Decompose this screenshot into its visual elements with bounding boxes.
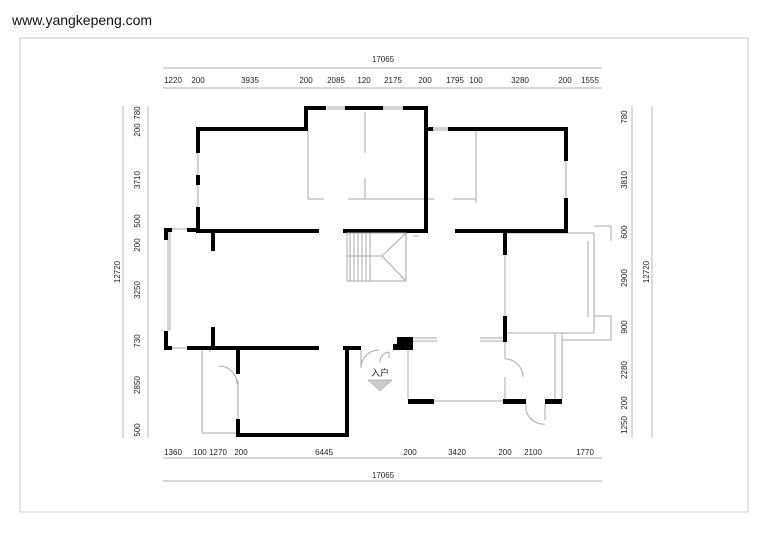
wall-segment bbox=[428, 127, 433, 131]
dim-label: 3420 bbox=[448, 448, 466, 457]
wall-segment bbox=[503, 316, 507, 342]
wall-segment bbox=[397, 337, 413, 350]
wall-segment bbox=[448, 127, 568, 131]
dim-label: 2175 bbox=[384, 76, 402, 85]
wall-segment bbox=[164, 331, 168, 350]
dim-label: 200 bbox=[620, 396, 629, 410]
dim-label: 200 bbox=[234, 448, 248, 457]
dim-label: 3710 bbox=[133, 171, 142, 189]
dim-label: 200 bbox=[558, 76, 572, 85]
dim-label: 1555 bbox=[581, 76, 599, 85]
dim-label: 120 bbox=[357, 76, 371, 85]
entrance-label: 入户 bbox=[371, 367, 389, 378]
wall-segment bbox=[187, 346, 319, 350]
wall-segment bbox=[187, 228, 200, 232]
dim-label: 2085 bbox=[327, 76, 345, 85]
staircase bbox=[346, 232, 407, 282]
wall-segment bbox=[424, 106, 428, 233]
wall-segment bbox=[403, 106, 428, 110]
wall-segment bbox=[304, 106, 308, 131]
entrance-arrow bbox=[367, 379, 393, 392]
dim-label: 600 bbox=[620, 225, 629, 239]
dim-label: 1220 bbox=[164, 76, 182, 85]
wall-segment bbox=[236, 350, 240, 374]
wall-segment bbox=[196, 229, 319, 233]
wall-segment bbox=[564, 127, 568, 161]
door-swing bbox=[379, 351, 390, 363]
dimension-labels: 17065 17065 12720 12720 1220 200 3935 200 20… bbox=[113, 55, 651, 480]
wall-segment bbox=[196, 207, 200, 233]
dim-left-total: 12720 bbox=[113, 260, 122, 283]
wall-segment bbox=[345, 346, 349, 437]
dim-label: 200 bbox=[403, 448, 417, 457]
wall-segment bbox=[164, 346, 172, 350]
wall-segment bbox=[236, 433, 349, 437]
wall-segment bbox=[343, 346, 361, 350]
door-swing bbox=[218, 365, 238, 385]
door-swing bbox=[525, 409, 546, 425]
wall-segment bbox=[503, 399, 526, 404]
wall-segment bbox=[196, 175, 200, 185]
dim-label: 3810 bbox=[620, 171, 629, 189]
dim-label: 2280 bbox=[620, 361, 629, 379]
dim-label: 1250 bbox=[620, 416, 629, 434]
wall-segment bbox=[545, 399, 562, 404]
dim-label: 1770 bbox=[576, 448, 594, 457]
dim-top-total: 17065 bbox=[372, 55, 395, 64]
dim-label: 500 bbox=[133, 214, 142, 228]
dimension-lines bbox=[122, 67, 653, 482]
stair-winder bbox=[381, 232, 407, 282]
dim-label: 900 bbox=[620, 320, 629, 334]
wall-segment bbox=[164, 228, 172, 232]
dim-label: 3935 bbox=[241, 76, 259, 85]
dim-label: 730 bbox=[133, 334, 142, 348]
walls bbox=[164, 106, 568, 437]
wall-segment bbox=[503, 233, 507, 255]
dim-label: 3280 bbox=[511, 76, 529, 85]
dim-label: 2850 bbox=[133, 376, 142, 394]
wall-segment bbox=[211, 327, 215, 346]
dim-label: 500 bbox=[133, 423, 142, 437]
dim-label: 200 bbox=[133, 238, 142, 252]
door-swing bbox=[360, 349, 380, 369]
dim-label: 1795 bbox=[446, 76, 464, 85]
wall-segment bbox=[196, 127, 308, 131]
dim-right-total: 12720 bbox=[642, 260, 651, 283]
dim-label: 2900 bbox=[620, 269, 629, 287]
dim-label: 100 bbox=[469, 76, 483, 85]
wall-segment bbox=[196, 127, 200, 153]
dim-label: 780 bbox=[620, 110, 629, 124]
windows-and-fixtures bbox=[167, 106, 612, 434]
dim-label: 6445 bbox=[315, 448, 333, 457]
wall-segment bbox=[408, 399, 434, 404]
wall-segment bbox=[343, 229, 428, 233]
wall-segment bbox=[455, 229, 568, 233]
wall-segment bbox=[211, 233, 215, 251]
dim-label: 200 bbox=[418, 76, 432, 85]
dim-label: 780 bbox=[133, 106, 142, 120]
dim-label: 1270 bbox=[209, 448, 227, 457]
wall-segment bbox=[564, 198, 568, 233]
dim-label: 2100 bbox=[524, 448, 542, 457]
door-swing bbox=[504, 358, 524, 378]
dim-label: 100 bbox=[193, 448, 207, 457]
dim-label: 200 bbox=[498, 448, 512, 457]
wall-segment bbox=[345, 106, 383, 110]
wall-segment bbox=[393, 344, 397, 350]
wall-segment bbox=[164, 228, 168, 240]
dim-label: 200 bbox=[133, 123, 142, 137]
dim-label: 3250 bbox=[133, 281, 142, 299]
dim-bottom-total: 17065 bbox=[372, 471, 395, 480]
stair-outline bbox=[346, 232, 407, 282]
wall-segment bbox=[304, 106, 326, 110]
watermark-logo: www.yangkepeng.com bbox=[12, 12, 153, 28]
drawing-frame bbox=[19, 37, 749, 513]
wall-segment bbox=[236, 419, 240, 437]
dim-label: 200 bbox=[299, 76, 313, 85]
dim-label: 200 bbox=[191, 76, 205, 85]
dim-label: 1360 bbox=[164, 448, 182, 457]
